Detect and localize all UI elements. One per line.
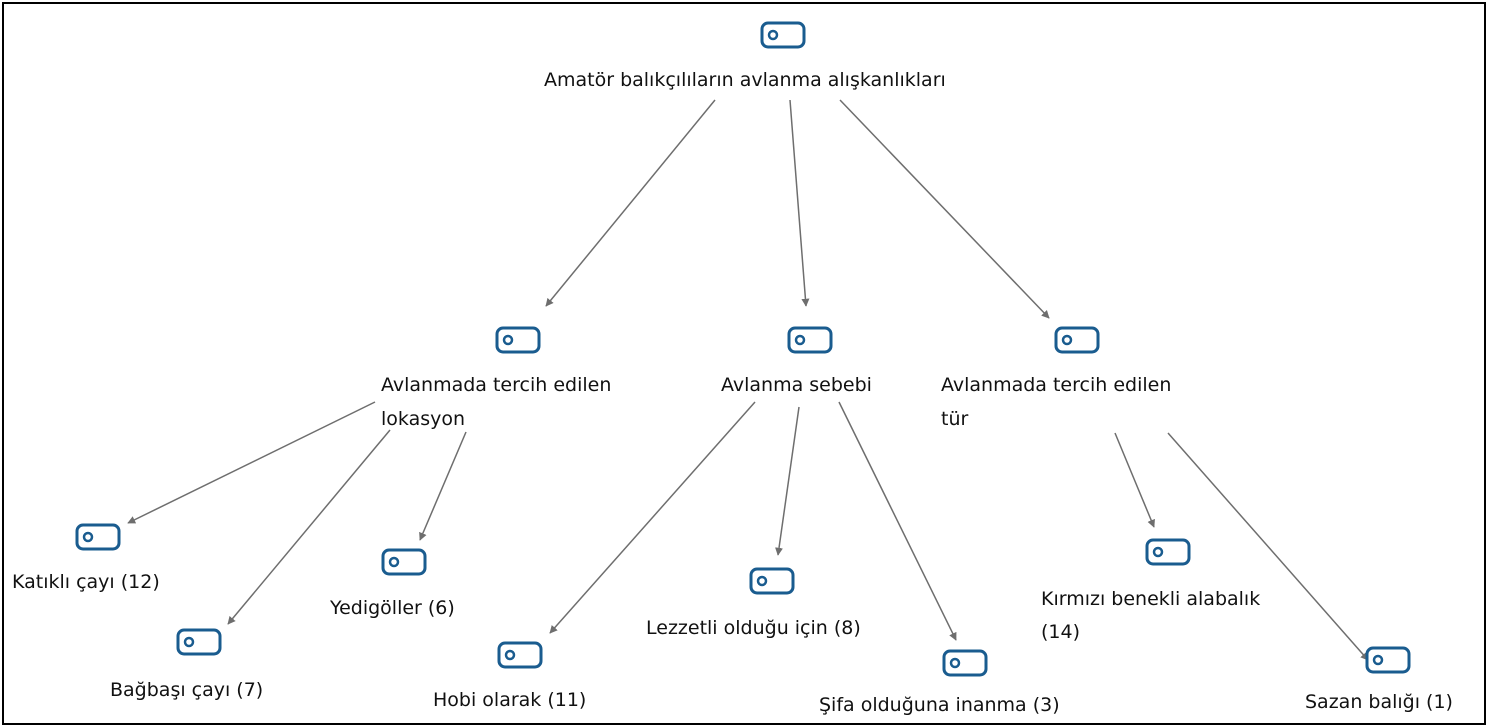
- code-tag-icon[interactable]: [759, 20, 807, 50]
- edge-root-to-species: [839, 99, 1050, 319]
- edge-location-to-katikli: [127, 401, 376, 524]
- code-tag-icon[interactable]: [941, 648, 989, 678]
- edge-reason-to-lezzetli: [775, 406, 800, 556]
- node-label-yedigoller[interactable]: Yedigöller (6): [330, 597, 455, 619]
- code-tag-icon[interactable]: [175, 627, 223, 657]
- edge-root-to-reason: [789, 99, 810, 307]
- code-tag-icon[interactable]: [494, 325, 542, 355]
- edge-group: [127, 99, 1369, 661]
- node-label-root[interactable]: Amatör balıkçılıların avlanma alışkanlık…: [544, 69, 946, 91]
- node-label-kirmizi-line1[interactable]: Kırmızı benekli alabalık: [1041, 588, 1261, 610]
- node-label-kirmizi-line2[interactable]: (14): [1041, 621, 1081, 643]
- node-label-lezzetli[interactable]: Lezzetli olduğu için (8): [646, 617, 861, 639]
- edge-species-to-sazan: [1167, 432, 1369, 661]
- edge-reason-to-sifa: [838, 401, 957, 641]
- code-tag-icon[interactable]: [496, 640, 544, 670]
- node-label-bagbasi[interactable]: Bağbaşı çayı (7): [110, 679, 264, 701]
- node-label-katikli[interactable]: Katıklı çayı (12): [12, 571, 160, 593]
- code-tag-icon[interactable]: [1053, 325, 1101, 355]
- node-label-location-line2[interactable]: lokasyon: [381, 408, 466, 430]
- code-tag-icon[interactable]: [786, 325, 834, 355]
- node-label-location-line1[interactable]: Avlanmada tercih edilen: [381, 374, 612, 396]
- code-tag-icon[interactable]: [74, 522, 122, 552]
- edge-location-to-yedigoller: [419, 431, 467, 541]
- node-label-reason[interactable]: Avlanma sebebi: [721, 374, 872, 396]
- code-tag-icon[interactable]: [380, 547, 428, 577]
- node-label-hobi[interactable]: Hobi olarak (11): [433, 689, 587, 711]
- node-label-sazan[interactable]: Sazan balığı (1): [1305, 691, 1453, 713]
- code-tag-icon[interactable]: [1364, 645, 1412, 675]
- node-label-sifa[interactable]: Şifa olduğuna inanma (3): [819, 694, 1060, 716]
- node-label-species-line2[interactable]: tür: [941, 408, 969, 430]
- edge-location-to-bagbasi: [227, 429, 391, 625]
- edge-species-to-kirmizi: [1114, 432, 1155, 528]
- code-tag-icon[interactable]: [1144, 537, 1192, 567]
- edge-reason-to-hobi: [549, 401, 756, 634]
- edge-root-to-location: [545, 99, 716, 307]
- node-label-species-line1[interactable]: Avlanmada tercih edilen: [941, 374, 1172, 396]
- code-tag-icon[interactable]: [748, 566, 796, 596]
